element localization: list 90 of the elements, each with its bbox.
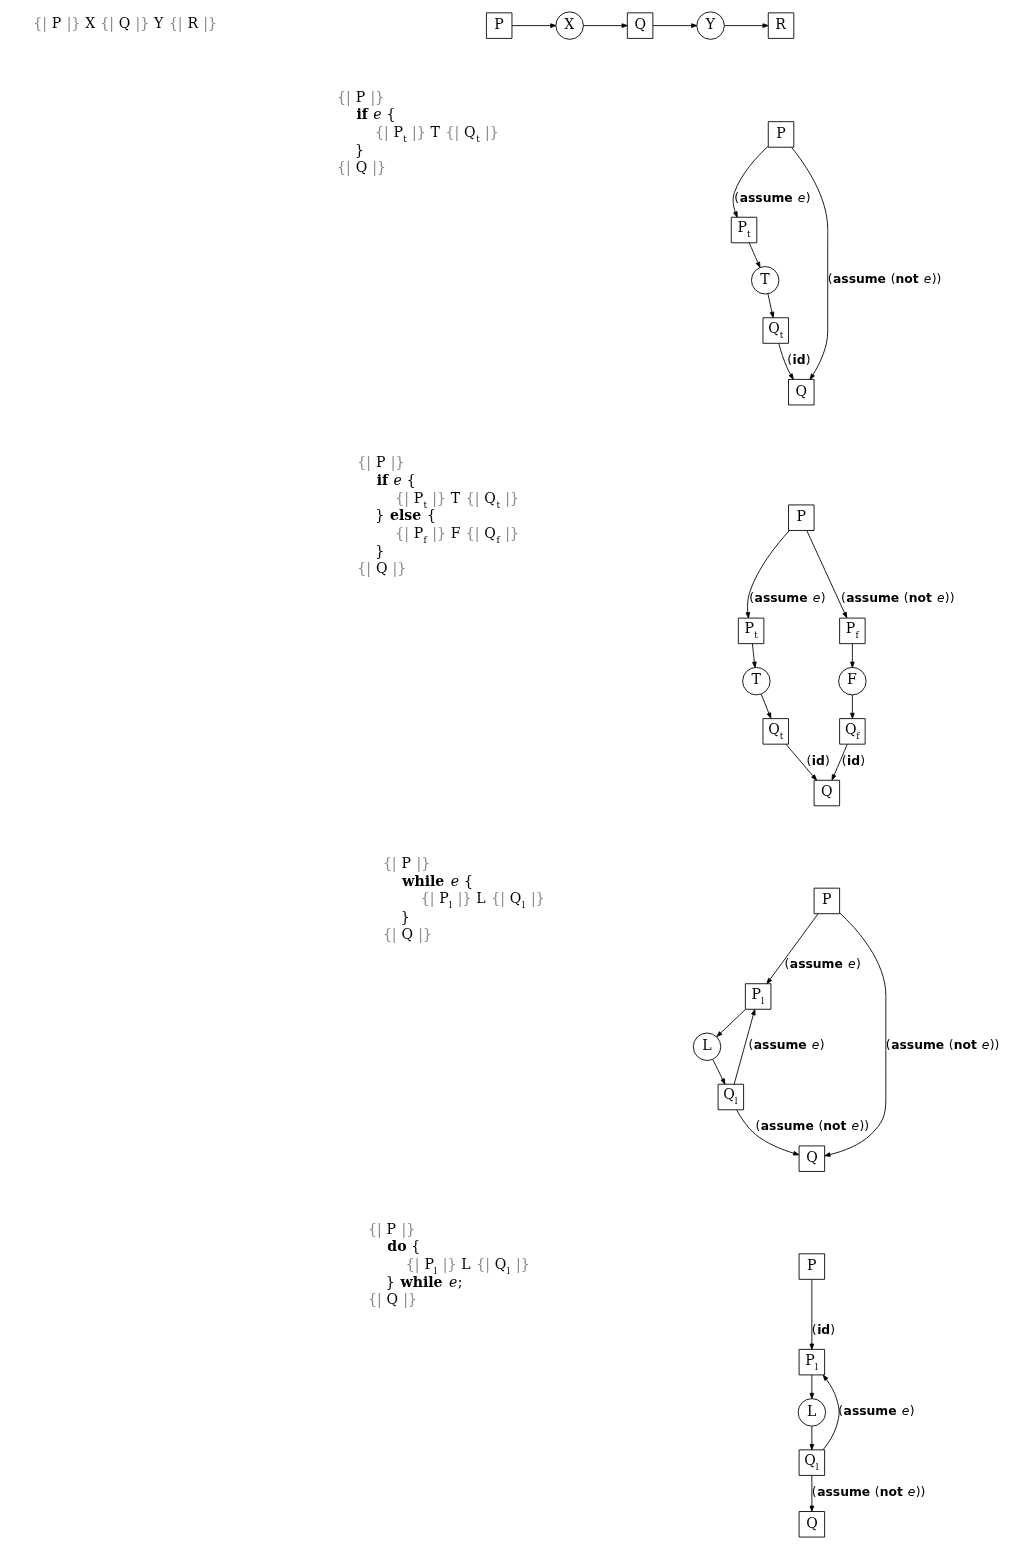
edge-label: (assume (not e)) xyxy=(811,1484,925,1499)
edge-label: (assume (not e)) xyxy=(885,1038,999,1053)
node-circle: F xyxy=(837,666,867,696)
node-box: Q xyxy=(787,378,814,406)
arrow xyxy=(760,693,771,719)
label: do { xyxy=(386,1238,420,1255)
label: {| Q |} xyxy=(382,925,432,942)
node-box: P xyxy=(485,12,512,39)
label: } xyxy=(354,142,364,159)
label: } else { xyxy=(374,507,436,524)
label: {| P |} xyxy=(356,454,405,471)
label: {| P |} xyxy=(336,88,384,105)
node-box: Q$_{l}$ xyxy=(798,1449,825,1476)
edge-label: (id) xyxy=(786,352,811,367)
node-box: Q$_{f}$ xyxy=(838,718,866,745)
arrow xyxy=(809,1279,814,1350)
edge-label: (id) xyxy=(841,753,865,768)
label: if e { xyxy=(376,471,416,488)
arrow xyxy=(711,1058,725,1085)
arrow xyxy=(652,23,697,28)
node-box: P xyxy=(767,121,794,148)
edge-label: (assume e) xyxy=(837,1403,914,1418)
arrow xyxy=(809,1425,814,1451)
node-circle: T xyxy=(750,266,779,295)
node-box: P$_{f}$ xyxy=(838,617,866,645)
label: {| Q |} xyxy=(367,1291,417,1308)
arrow xyxy=(733,1009,756,1085)
edge-label: (assume e) xyxy=(733,190,811,205)
edge-label: (assume (not e)) xyxy=(827,271,941,286)
arrow xyxy=(822,1374,840,1451)
label: {| Q |} xyxy=(336,159,386,176)
node-box: P$_{t}$ xyxy=(737,617,764,645)
arrow xyxy=(745,530,790,619)
arrow xyxy=(715,1008,746,1038)
node-box: P$_{t}$ xyxy=(730,216,757,244)
node-box: P xyxy=(813,887,840,915)
arrow xyxy=(809,1374,814,1400)
label: if e { xyxy=(356,106,395,123)
label: {| P$_{f}$ |} F {| Q$_{f}$ |} xyxy=(394,524,519,545)
label: {| P$_{l}$ |} L {| Q$_{l}$ |} xyxy=(420,890,545,911)
node-box: Q$_{t}$ xyxy=(762,317,789,344)
arrow xyxy=(765,913,818,985)
node-box: Q xyxy=(798,1511,825,1538)
label: } xyxy=(374,543,384,560)
arrow xyxy=(790,147,828,380)
arrow xyxy=(805,530,847,619)
node-box: Q xyxy=(798,1145,825,1172)
node-box: R xyxy=(767,12,794,39)
arrow xyxy=(732,146,768,218)
node-box: Q xyxy=(626,12,653,39)
arrow xyxy=(582,23,628,28)
node-box: Q$_{l}$ xyxy=(717,1083,744,1111)
label: } xyxy=(400,908,410,925)
arrow xyxy=(823,912,886,1157)
node-box: P xyxy=(798,1253,825,1280)
arrow xyxy=(777,343,794,380)
edge-label: (assume e) xyxy=(748,591,825,606)
arrow xyxy=(785,743,817,781)
edge-label: (assume e) xyxy=(784,957,861,972)
label: {| P |} X {| Q |} Y {| R |} xyxy=(32,15,217,32)
label: while e { xyxy=(401,872,473,889)
node-box: P$_{l}$ xyxy=(744,983,771,1010)
node-circle: X xyxy=(554,11,584,40)
edge-label: (assume (not e)) xyxy=(840,591,954,606)
edge-label: (assume e) xyxy=(747,1038,825,1053)
node-box: P$_{l}$ xyxy=(798,1348,825,1376)
arrow xyxy=(748,242,760,268)
label: {| P |} xyxy=(367,1220,415,1237)
edge-label: (id) xyxy=(806,753,830,768)
label: {| P |} xyxy=(382,855,430,872)
arrow xyxy=(831,743,848,781)
arrow xyxy=(735,1109,799,1156)
arrow xyxy=(723,23,769,28)
node-box: P xyxy=(787,504,814,531)
arrow xyxy=(809,1475,814,1512)
label: {| Q |} xyxy=(356,560,406,577)
arrow xyxy=(767,293,774,318)
arrow xyxy=(849,694,855,719)
edge-label: (id) xyxy=(811,1322,835,1337)
edge-label: (assume (not e)) xyxy=(755,1119,869,1134)
arrow xyxy=(511,23,556,28)
arrow xyxy=(751,643,757,668)
node-circle: Y xyxy=(695,11,725,40)
node-circle: T xyxy=(741,666,771,696)
node-box: Q xyxy=(813,779,840,807)
node-circle: L xyxy=(797,1398,826,1427)
arrow xyxy=(849,643,855,668)
label: {| P$_{t}$ |} T {| Q$_{t}$ |} xyxy=(394,489,519,510)
label: {| P$_{t}$ |} T {| Q$_{t}$ |} xyxy=(374,123,499,144)
node-box: Q$_{t}$ xyxy=(762,718,789,745)
